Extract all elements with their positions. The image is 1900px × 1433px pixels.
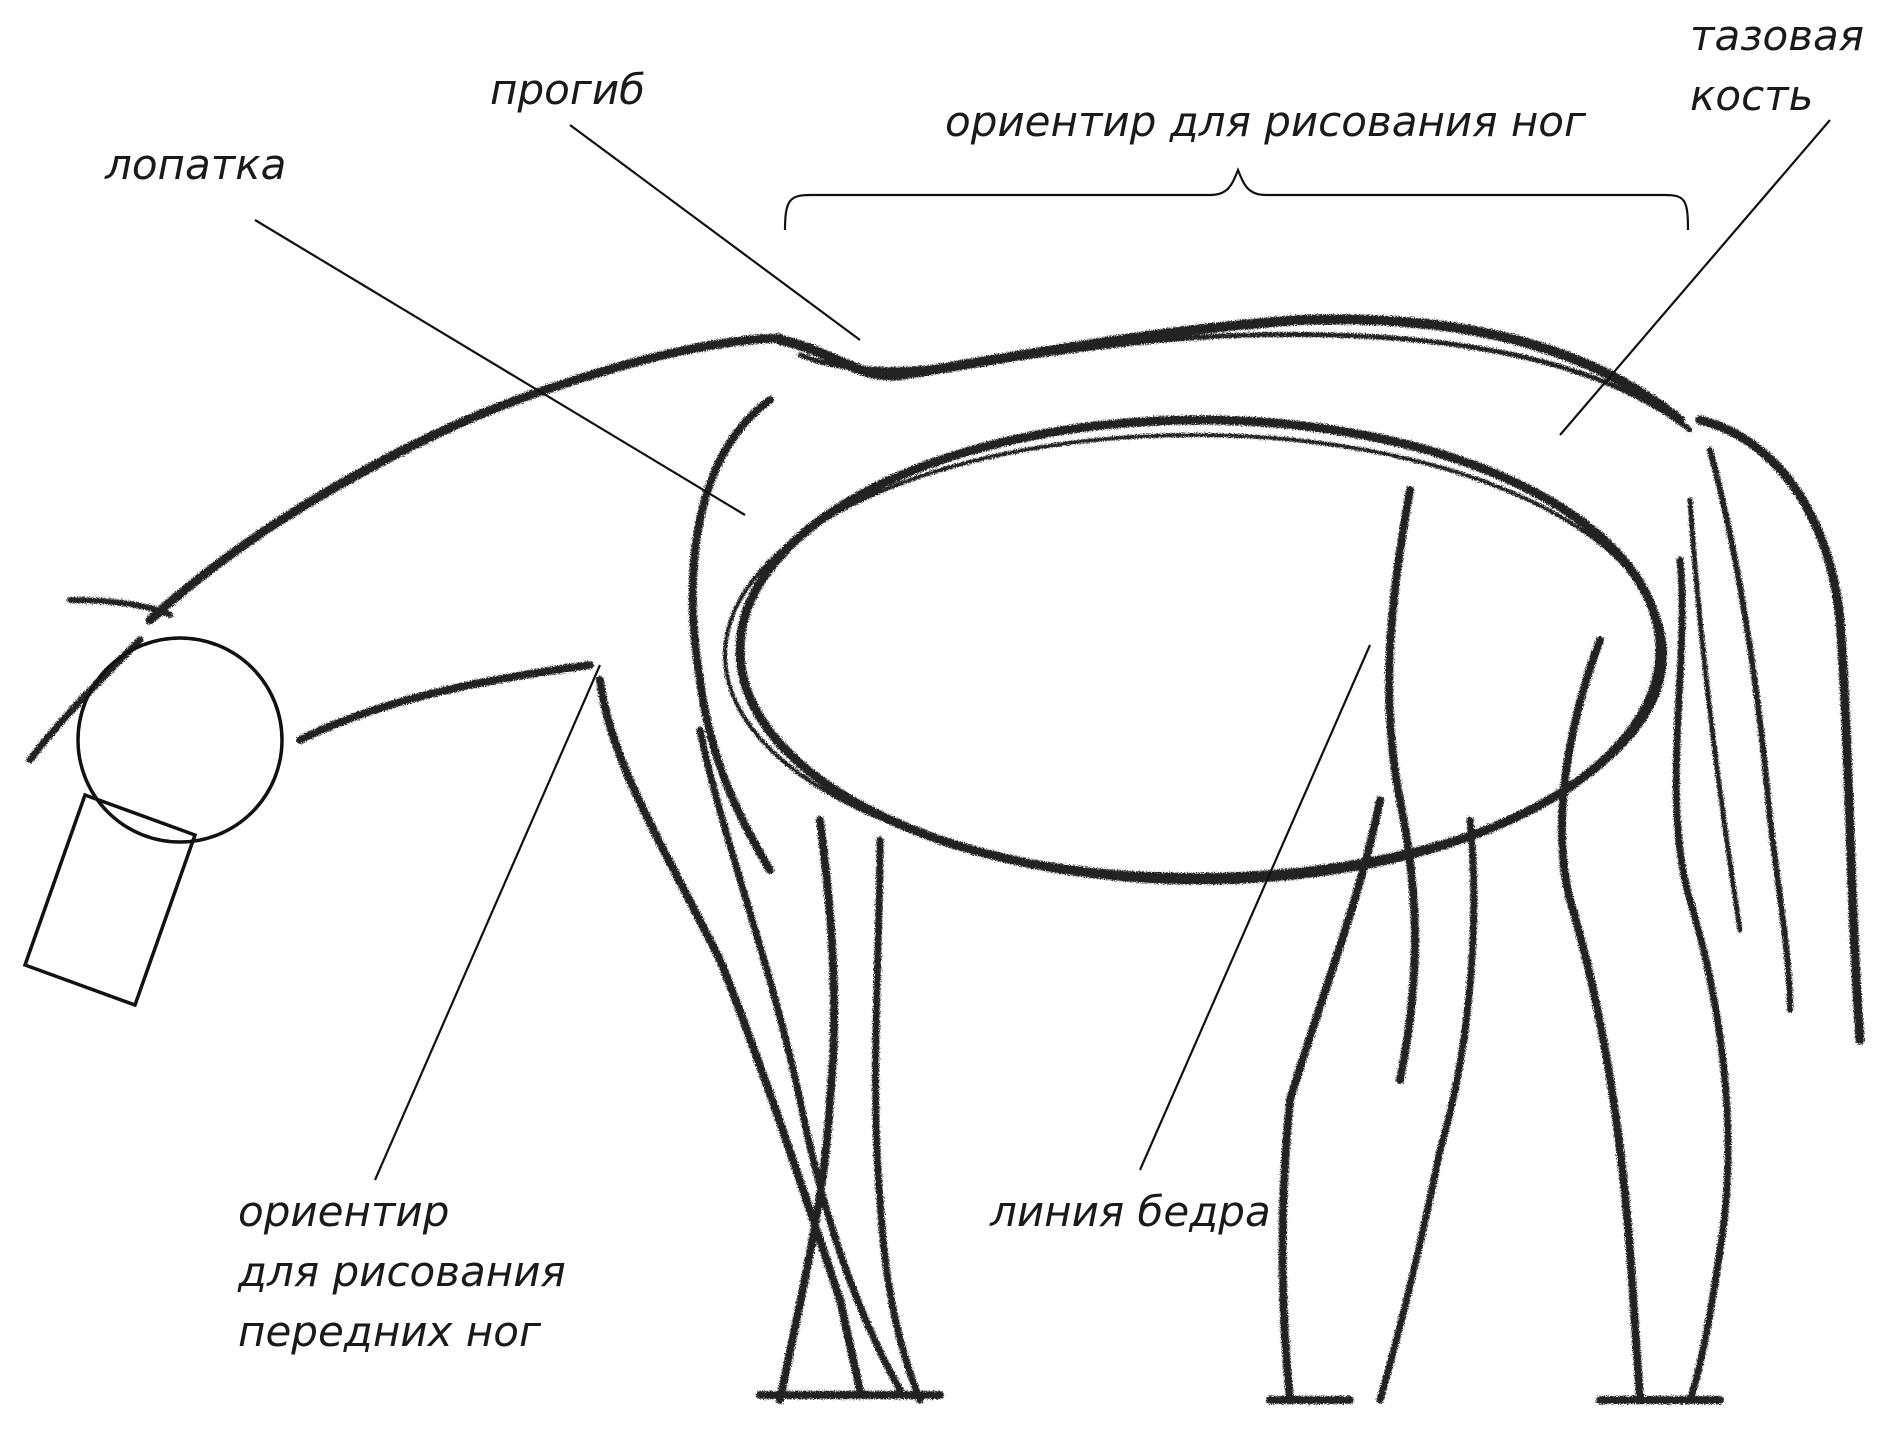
front-legs-label-line1: ориентир — [238, 1182, 449, 1242]
front-leg-right-front — [780, 820, 834, 1400]
front-legs-pointer-line — [375, 665, 600, 1180]
front-legs-label-line3: передних ног — [238, 1302, 541, 1362]
progib-label: прогиб — [490, 60, 645, 120]
tail-stroke-2 — [1710, 450, 1790, 1010]
hind-legs-guide-label: ориентир для рисования ног — [945, 92, 1586, 152]
lopatka-pointer-line — [255, 220, 745, 515]
head-circle-guide — [78, 638, 282, 842]
hind-leg-right-front — [1562, 640, 1640, 1400]
thigh-line-label: линия бедра — [990, 1182, 1271, 1242]
hind-leg-left-back — [1380, 820, 1474, 1400]
legs-guide-brace — [785, 170, 1688, 230]
tail-stroke-3 — [1690, 500, 1740, 930]
progib-pointer-line — [570, 125, 860, 340]
neck-underside-stroke — [300, 665, 590, 740]
pelvis-label-line1: тазовая — [1690, 6, 1864, 66]
pelvis-pointer-line — [1560, 120, 1830, 435]
front-leg-right-back — [876, 840, 920, 1400]
thigh-pointer-line — [1140, 645, 1370, 1170]
thigh-stroke — [1389, 490, 1415, 1080]
neck-top-stroke-2 — [170, 370, 600, 600]
lopatka-label: лопатка — [105, 135, 286, 195]
chest-stroke — [693, 400, 770, 870]
hind-leg-right-back — [1676, 560, 1728, 1400]
pelvis-label-line2: кость — [1690, 66, 1813, 126]
hind-leg-left-front — [1283, 800, 1381, 1400]
muzzle-rectangle-guide — [25, 795, 195, 1005]
front-legs-label-line2: для рисования — [238, 1242, 566, 1302]
